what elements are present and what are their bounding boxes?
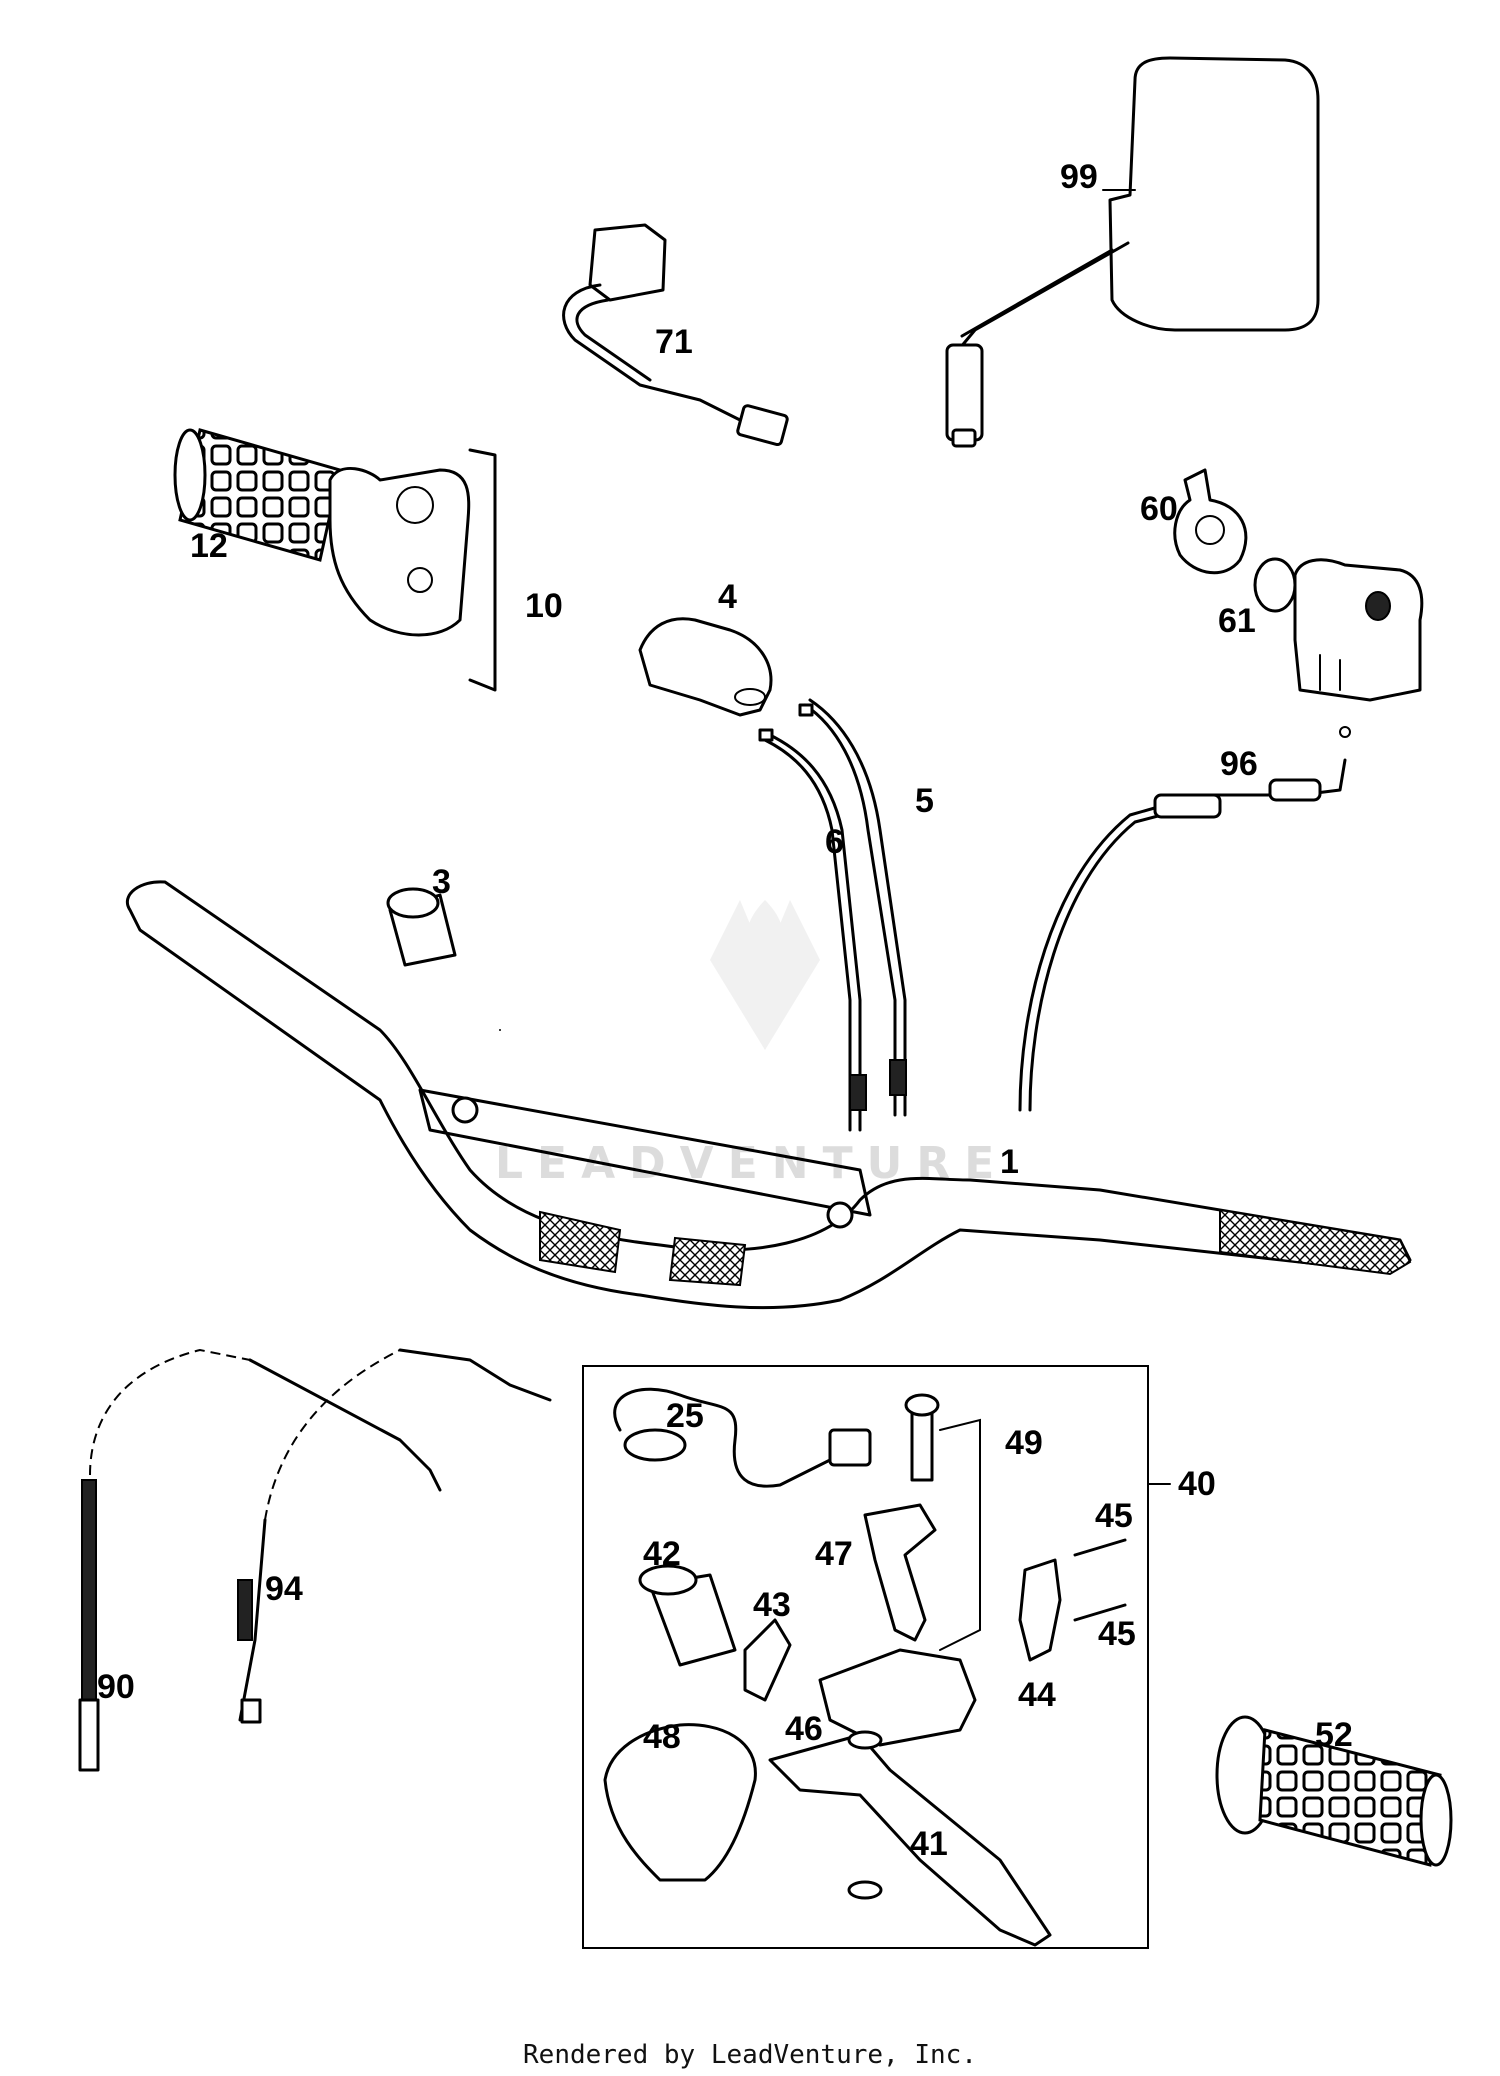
callout-44: 44 <box>1018 1676 1056 1714</box>
lever-washer-top <box>847 1730 883 1750</box>
callout-49: 49 <box>1005 1424 1043 1462</box>
callout-47: 47 <box>815 1535 853 1573</box>
leader-lines <box>499 189 1136 1031</box>
clutch-cables <box>78 1348 552 1772</box>
handlebar <box>126 880 1412 1310</box>
lever-pivot-arm <box>863 1503 937 1642</box>
callout-5: 5 <box>915 782 934 820</box>
clutch-switch-plug <box>828 1428 872 1467</box>
callout-40: 40 <box>1178 1465 1216 1503</box>
callout-42: 42 <box>643 1535 681 1573</box>
throttle-assembly <box>173 428 497 692</box>
callout-99: 99 <box>1060 158 1098 196</box>
callout-96: 96 <box>1220 745 1258 783</box>
callout-94: 94 <box>265 1570 303 1608</box>
callout-90: 90 <box>97 1668 135 1706</box>
clutch-lever <box>768 1733 1052 1947</box>
footer-credit: Rendered by LeadVenture, Inc. <box>523 2040 977 2070</box>
callout-4: 4 <box>718 578 737 616</box>
callout-45b: 45 <box>1098 1615 1136 1653</box>
throttle-cables <box>758 698 907 1132</box>
choke-cable <box>1018 726 1351 1112</box>
grip <box>1215 1715 1453 1867</box>
switch-cable <box>562 223 789 447</box>
callout-60: 60 <box>1140 490 1178 528</box>
throttle-housing <box>1173 468 1424 702</box>
watermark-logo <box>710 900 820 1050</box>
callout-25: 25 <box>666 1397 704 1435</box>
lever-washer-bottom <box>847 1880 883 1900</box>
lever-body <box>818 1648 977 1747</box>
clutch-reservoir <box>638 1564 792 1702</box>
callout-43: 43 <box>753 1586 791 1624</box>
callout-71: 71 <box>655 323 693 361</box>
clutch-switch-body <box>623 1428 687 1462</box>
callout-52: 52 <box>1315 1716 1353 1754</box>
callout-41: 41 <box>910 1825 948 1863</box>
callout-10: 10 <box>525 587 563 625</box>
cable-cover-hole <box>734 688 766 706</box>
bushing <box>386 887 457 967</box>
callout-61: 61 <box>1218 602 1256 640</box>
lever-bolt <box>904 1393 981 1651</box>
callout-1: 1 <box>1000 1143 1019 1181</box>
callout-48: 48 <box>643 1718 681 1756</box>
clamp <box>1018 1538 1127 1662</box>
clutch-assembly-box <box>582 1365 1149 1949</box>
callout-6: 6 <box>825 823 844 861</box>
callout-46: 46 <box>785 1710 823 1748</box>
callout-12: 12 <box>190 527 228 565</box>
cable-cover <box>638 617 773 717</box>
callout-45a: 45 <box>1095 1497 1133 1535</box>
lever-cover <box>603 1723 757 1882</box>
callout-3: 3 <box>432 863 451 901</box>
mirror <box>945 56 1320 448</box>
clutch-switch <box>613 1387 832 1488</box>
